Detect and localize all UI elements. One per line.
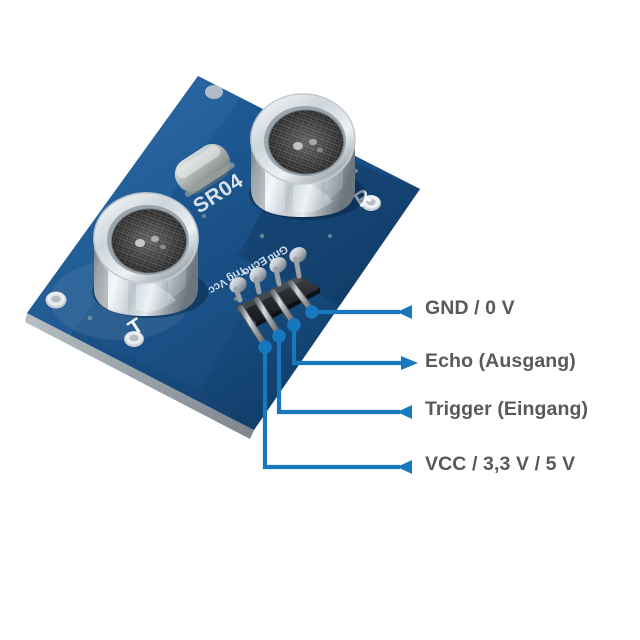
mounting-holes [45, 85, 381, 347]
crystal-oscillator [174, 143, 235, 197]
arrow-head-gnd [397, 305, 412, 319]
leader-line-echo [287, 318, 418, 370]
callout-label-vcc: VCC / 3,3 V / 5 V [425, 453, 576, 475]
arrow-head-trigger [397, 405, 412, 419]
leader-line-trigger [272, 329, 412, 419]
leader-dot-echo [287, 318, 301, 332]
leader-line-gnd [305, 305, 412, 319]
leader-dot-vcc [258, 340, 272, 354]
arrow-head-vcc [397, 460, 412, 474]
leader-dot-gnd [305, 305, 319, 319]
arrow-head-echo [401, 356, 418, 370]
leader-dot-trigger [272, 329, 286, 343]
callout-label-trigger: Trigger (Eingang) [425, 398, 589, 420]
pcb-board: SR04 T R Vcc Trig Echo Gnd [25, 76, 420, 439]
callout-label-gnd: GND / 0 V [425, 297, 515, 319]
callout-leader-lines [258, 305, 418, 474]
callout-label-echo: Echo (Ausgang) [425, 350, 576, 372]
ultrasonic-transducer-transmitter [92, 192, 208, 318]
ultrasonic-transducer-receiver [249, 93, 365, 220]
leader-line-vcc [258, 340, 412, 474]
